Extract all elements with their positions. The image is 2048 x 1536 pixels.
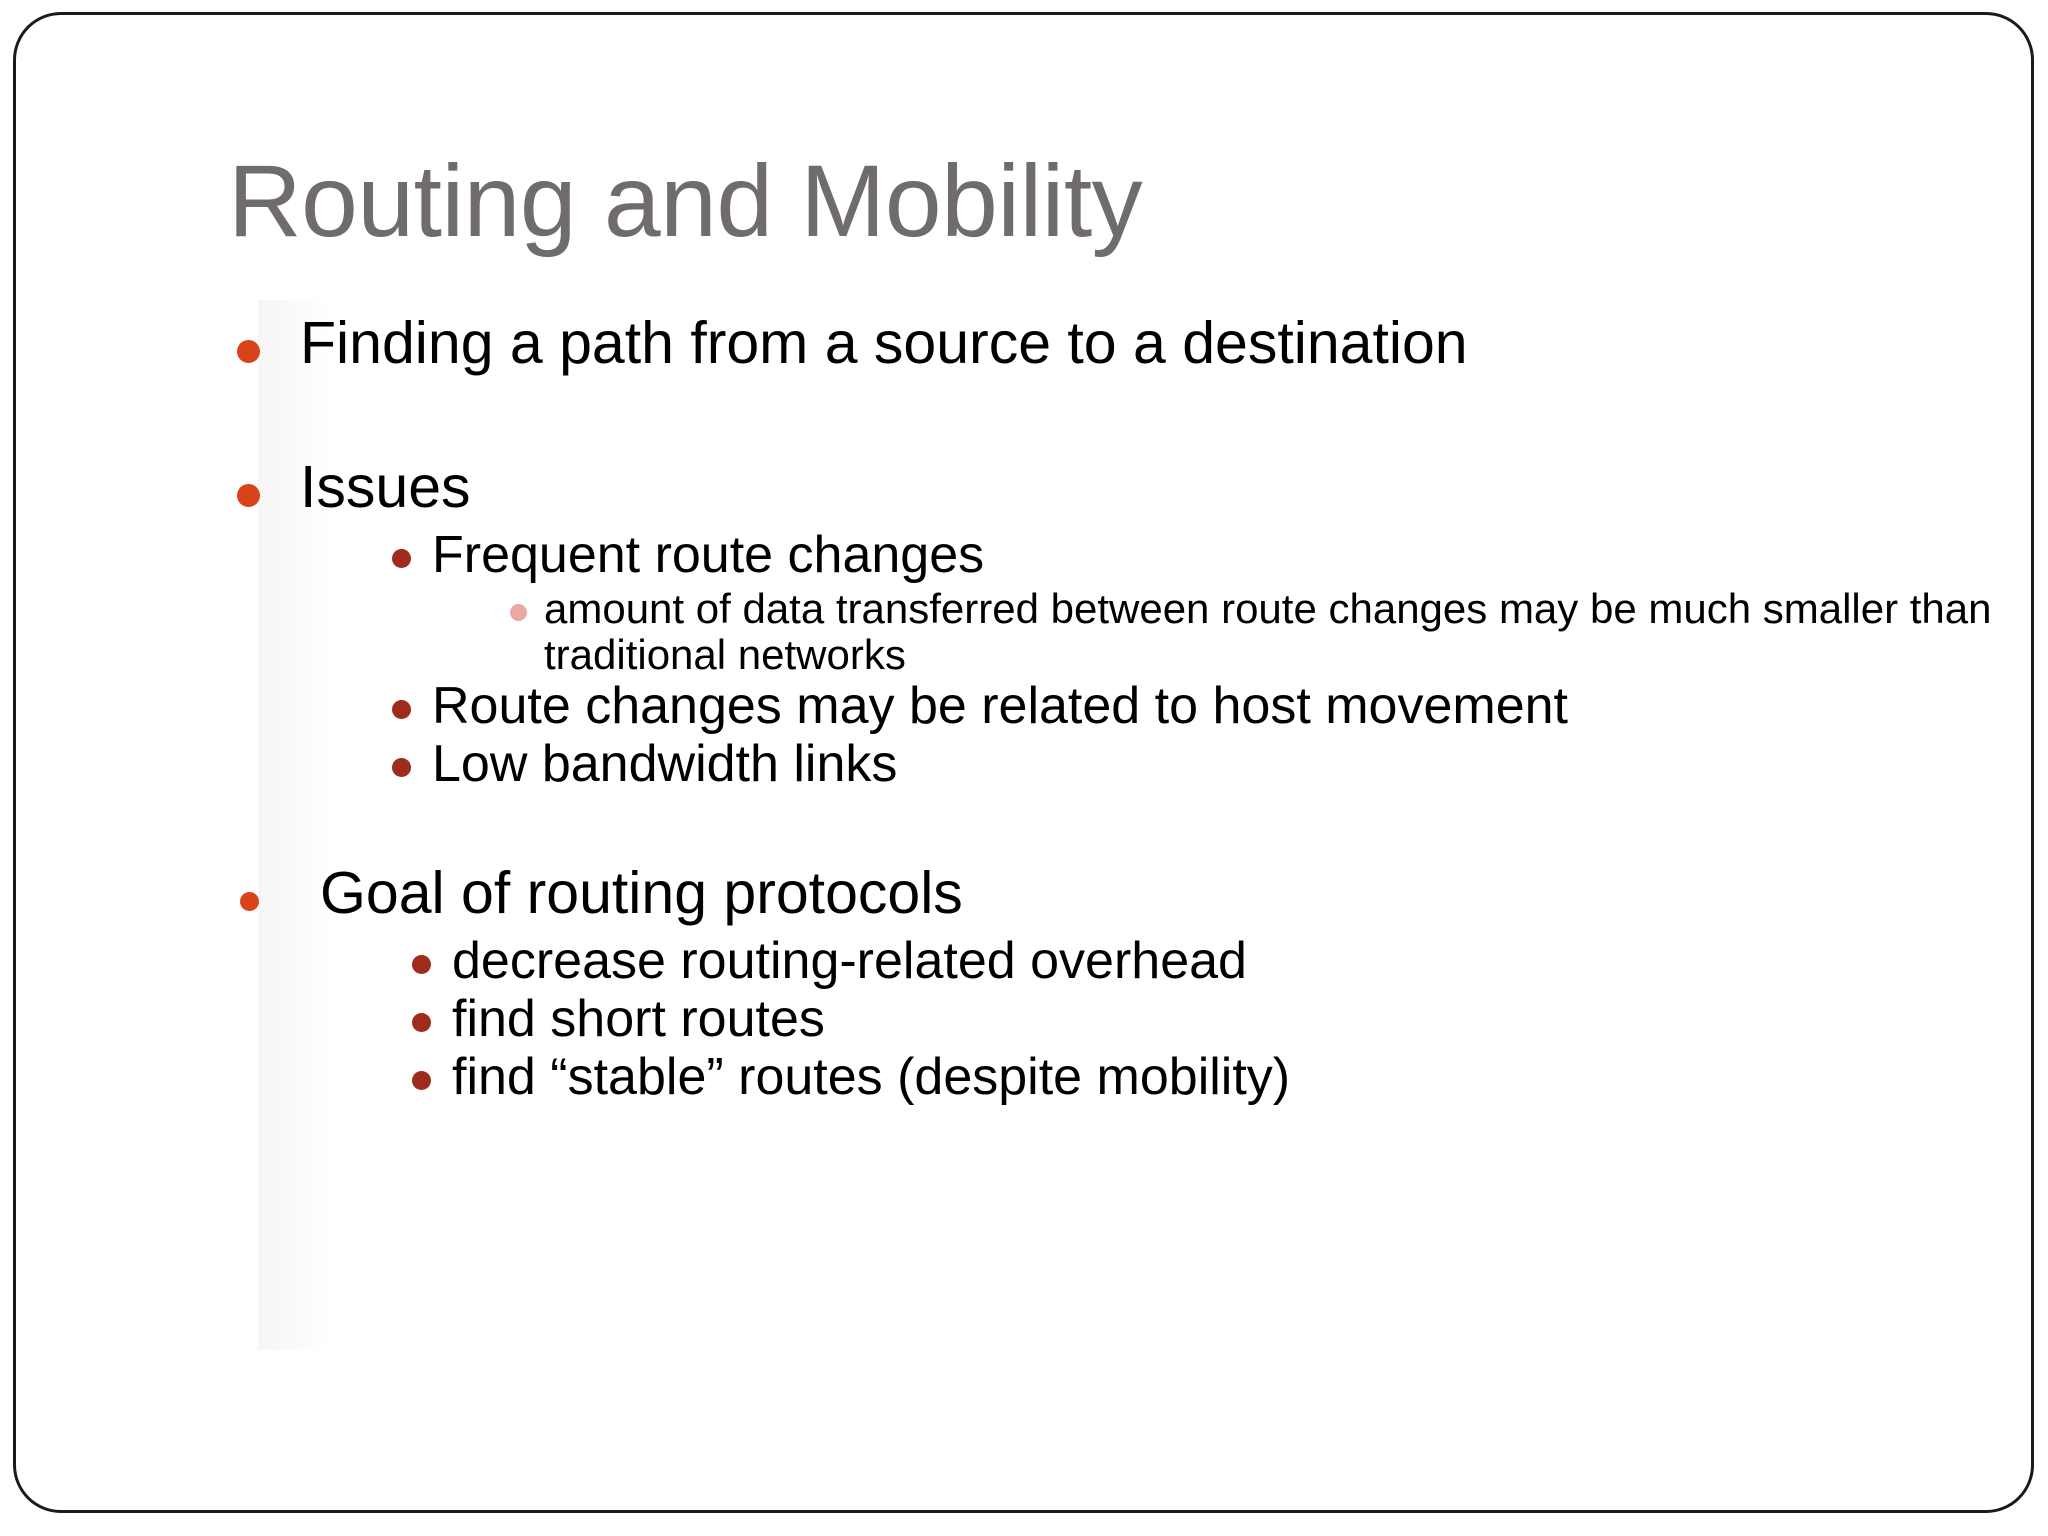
bullet-dot-icon [240, 891, 259, 911]
bullet-dot-icon [412, 1071, 431, 1091]
bullet-dot-icon [237, 484, 260, 508]
bullet-text: Frequent route changes [432, 526, 985, 585]
bullet-item-frequent-route-changes: Frequent route changes amount of data tr… [386, 526, 2048, 677]
bullet-text: amount of data transferred between route… [544, 585, 1992, 678]
bullet-item-issues: Issues Frequent route changes amount of … [228, 454, 2048, 794]
bullet-dot-icon [412, 1012, 431, 1032]
bullet-list-level1: Finding a path from a source to a destin… [0, 310, 2048, 1106]
bullet-dot-icon [392, 700, 411, 720]
bullet-dot-icon [392, 549, 411, 569]
slide-title: Routing and Mobility [228, 144, 1143, 258]
bullet-list-level2-goals: decrease routing-related overhead find s… [320, 932, 2048, 1107]
slide-body-content: Finding a path from a source to a destin… [0, 310, 2048, 1106]
bullet-list-level3-amount-of-data: amount of data transferred between route… [432, 586, 2048, 677]
bullet-text: Finding a path from a source to a destin… [300, 310, 1468, 376]
vertical-spacer [0, 794, 2048, 860]
bullet-text: find short routes [452, 989, 825, 1048]
bullet-item-goal-of-routing-protocols: Goal of routing protocols decrease routi… [228, 860, 2048, 1107]
bullet-dot-icon [237, 340, 260, 363]
bullet-item-finding-a-path: Finding a path from a source to a destin… [228, 310, 2048, 376]
bullet-text: find “stable” routes (despite mobility) [452, 1048, 1291, 1107]
bullet-list-level2-issues: Frequent route changes amount of data tr… [300, 526, 2048, 793]
bullet-item-find-short-routes: find short routes [406, 990, 2048, 1048]
bullet-item-find-stable-routes: find “stable” routes (despite mobility) [406, 1048, 2048, 1106]
bullet-text: decrease routing-related overhead [452, 931, 1247, 990]
bullet-item-amount-of-data-transferred: amount of data transferred between route… [504, 586, 2048, 677]
bullet-text: Goal of routing protocols [320, 859, 963, 926]
bullet-text: Low bandwidth links [432, 735, 898, 794]
vertical-spacer [0, 376, 2048, 454]
bullet-dot-icon [510, 604, 527, 622]
bullet-item-decrease-routing-overhead: decrease routing-related overhead [406, 932, 2048, 990]
bullet-dot-icon [412, 954, 431, 974]
bullet-item-low-bandwidth-links: Low bandwidth links [386, 735, 2048, 793]
bullet-item-route-changes-host-movement: Route changes may be related to host mov… [386, 677, 2048, 735]
bullet-text: Route changes may be related to host mov… [432, 677, 1568, 736]
bullet-text: Issues [300, 454, 471, 521]
bullet-dot-icon [392, 758, 411, 778]
